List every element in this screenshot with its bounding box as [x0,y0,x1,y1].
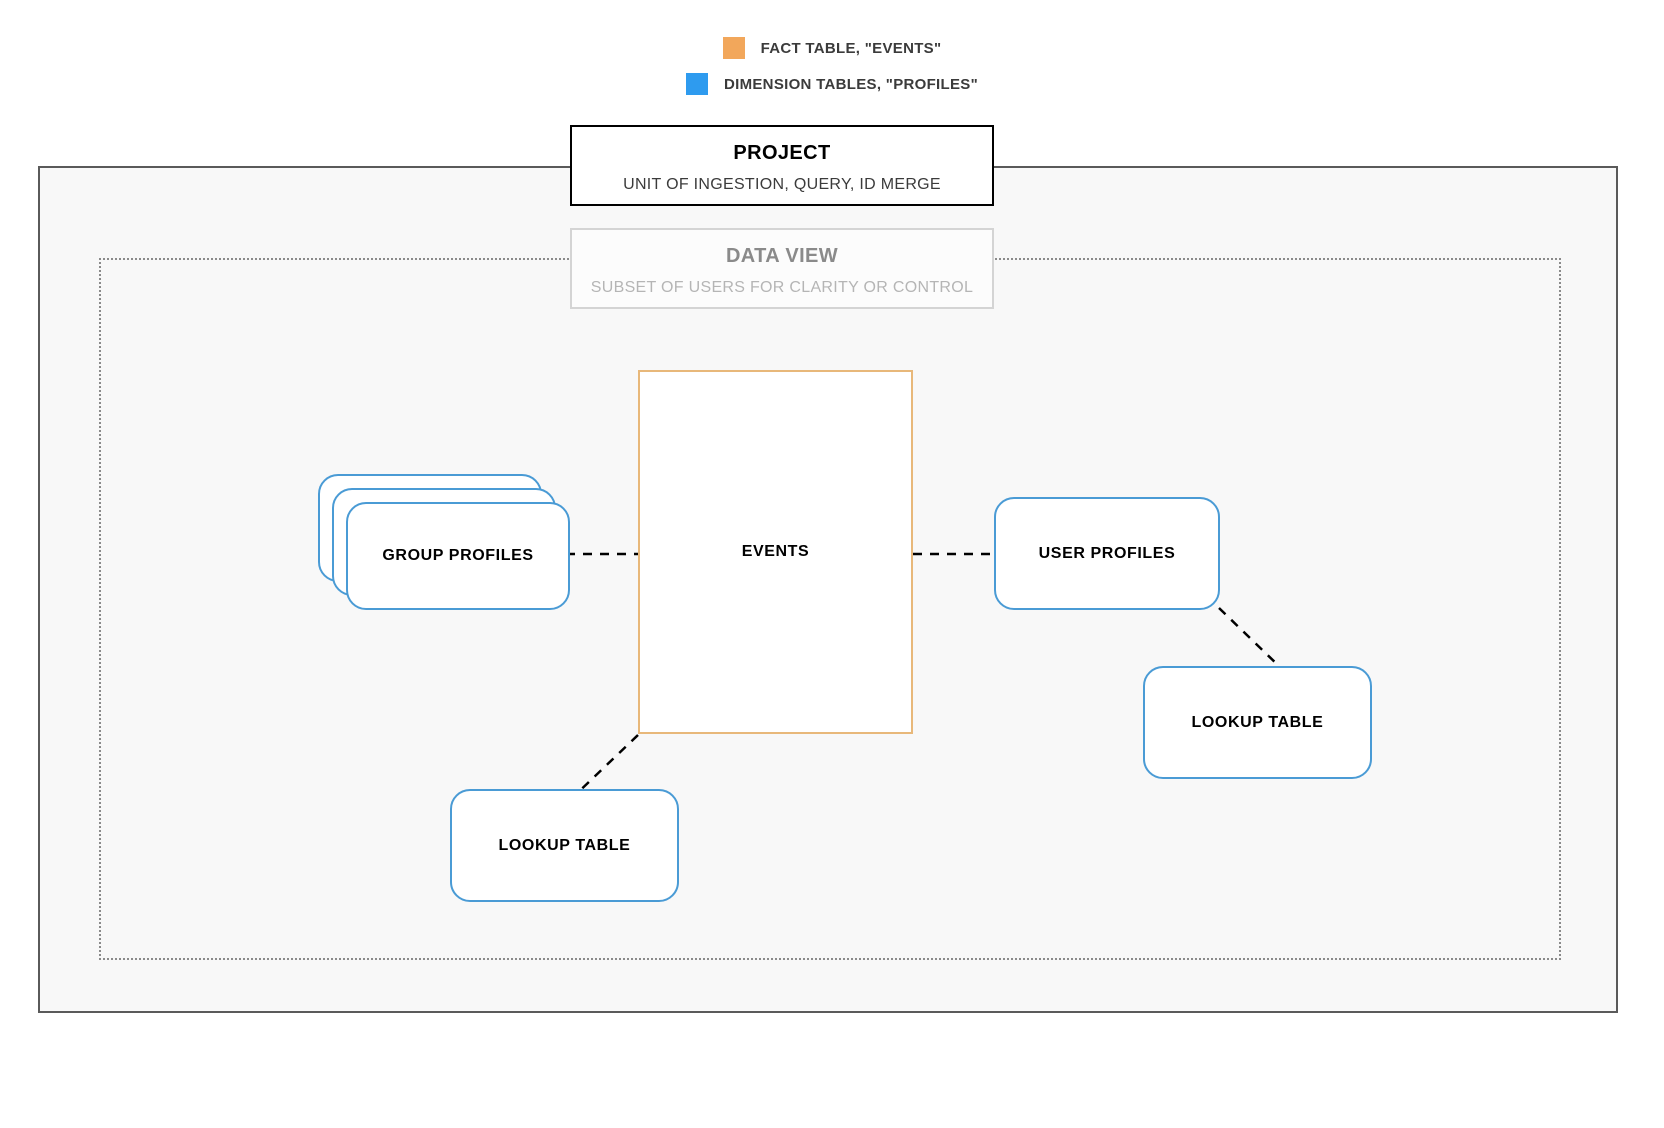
legend: FACT TABLE, "EVENTS" DIMENSION TABLES, "… [0,30,1664,102]
node-lookup-table-left[interactable]: LOOKUP TABLE [450,789,679,902]
node-events[interactable]: EVENTS [638,370,913,734]
legend-item-label: DIMENSION TABLES, "PROFILES" [723,75,979,93]
project-subtitle: UNIT OF INGESTION, QUERY, ID MERGE [623,176,941,193]
node-group-profiles-label: GROUP PROFILES [382,547,534,564]
orange-square-swatch-icon [722,37,745,59]
data-view-header-card: DATA VIEW SUBSET OF USERS FOR CLARITY OR… [570,228,994,309]
blue-square-swatch-icon [685,73,708,95]
group-profiles-stack-layer-front[interactable]: GROUP PROFILES [346,502,570,610]
node-user-profiles[interactable]: USER PROFILES [994,497,1220,610]
data-view-title: DATA VIEW [725,245,839,267]
project-header-card: PROJECT UNIT OF INGESTION, QUERY, ID MER… [570,125,994,206]
project-title: PROJECT [733,142,831,164]
node-lookup-table-left-label: LOOKUP TABLE [498,836,631,854]
legend-item-fact-table: FACT TABLE, "EVENTS" [0,30,1664,66]
node-lookup-table-right[interactable]: LOOKUP TABLE [1143,666,1372,779]
legend-item-label: FACT TABLE, "EVENTS" [760,39,942,57]
data-view-subtitle: SUBSET OF USERS FOR CLARITY OR CONTROL [590,279,974,296]
node-group-profiles[interactable]: GROUP PROFILES [318,474,570,610]
node-user-profiles-label: USER PROFILES [1038,544,1176,562]
legend-item-dimension-tables: DIMENSION TABLES, "PROFILES" [0,66,1664,102]
node-lookup-table-right-label: LOOKUP TABLE [1191,713,1324,731]
node-events-label: EVENTS [741,543,810,560]
